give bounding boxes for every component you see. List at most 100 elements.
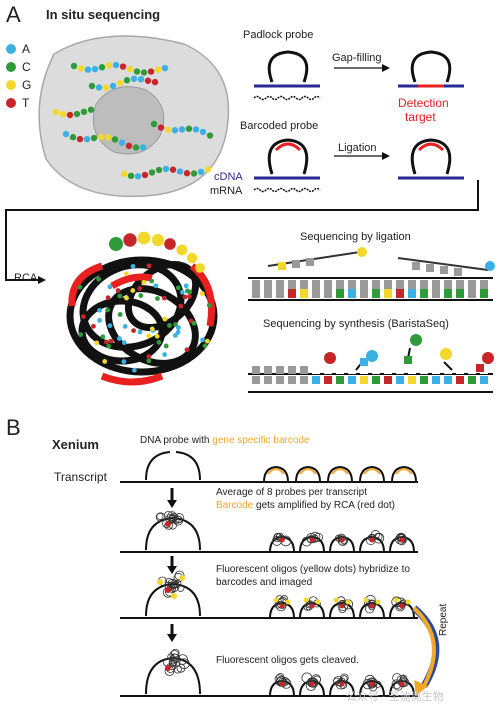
- rca-base-dot: [149, 326, 155, 332]
- lig-rung: [432, 280, 440, 289]
- syn-rung: [408, 376, 416, 384]
- cell-base-dot: [52, 108, 60, 116]
- cell-base-dot: [80, 108, 88, 116]
- rca-base-dot: [97, 318, 103, 323]
- legend-t: T: [6, 96, 29, 110]
- rca-red-dot: [339, 681, 345, 687]
- cell-base-dot: [109, 82, 117, 90]
- syn-rung: [288, 366, 296, 374]
- xenium-probe: [269, 601, 295, 619]
- cell-base-dot: [150, 120, 158, 128]
- rca-base-dot: [173, 333, 178, 338]
- lig-rung: [300, 280, 308, 289]
- cell-base-dot: [76, 135, 84, 143]
- lig-rung: [456, 280, 464, 289]
- rca-red-dot: [399, 537, 405, 543]
- lig-rung: [468, 289, 476, 298]
- syn-rung: [456, 376, 464, 384]
- cell-base-dot: [95, 84, 103, 91]
- rca-base-dot: [97, 307, 102, 313]
- rca-red-dot: [369, 537, 375, 543]
- lig-rung: [444, 280, 452, 289]
- rca-coil: [364, 603, 375, 614]
- cell-base-dot: [77, 65, 85, 72]
- rca-base-dot: [184, 347, 190, 353]
- cell-base-dot: [87, 106, 95, 113]
- rca-base-dot: [146, 333, 152, 339]
- syn-rung: [432, 376, 440, 384]
- cell-base-dot: [130, 75, 138, 83]
- rca-base-dot: [175, 285, 181, 291]
- seq-synthesis-diagram: [248, 334, 494, 393]
- rca-base-dot: [107, 323, 113, 329]
- lig-rung: [480, 280, 488, 289]
- rca-base-dot: [80, 314, 86, 320]
- rca-base-dot: [122, 323, 128, 329]
- syn-rung: [384, 366, 392, 374]
- syn-rung: [372, 366, 380, 374]
- cell-base-dot: [140, 69, 148, 76]
- rca-coil: [176, 584, 185, 592]
- cell-base-dot: [133, 68, 141, 75]
- legend-g: G: [6, 78, 31, 92]
- xenium-probe: [295, 465, 321, 483]
- panel-b-letter: B: [6, 415, 21, 440]
- syn-rung: [312, 376, 320, 384]
- rca-red-dot: [279, 603, 285, 609]
- rca-coil: [168, 513, 178, 523]
- barcoded-probe-label: Barcoded probe: [240, 120, 319, 132]
- padlock-probe-diagram: [253, 50, 464, 101]
- cell-base-dot: [69, 134, 77, 141]
- lig-rung: [408, 289, 416, 298]
- fluor-yellow-dot: [315, 599, 321, 605]
- rca-coil: [179, 658, 190, 670]
- rca-red-dot: [279, 537, 285, 543]
- rca-base-dot: [138, 293, 144, 298]
- cell-base-dot: [119, 63, 127, 70]
- fluor-yellow-dot: [273, 597, 279, 603]
- rca-base-dot: [187, 294, 192, 299]
- fluor-yellow-dot: [333, 597, 339, 603]
- lig-rung: [420, 280, 428, 289]
- lig-rung: [312, 289, 320, 298]
- rca-base-dot: [146, 358, 152, 364]
- cell-base-dot: [144, 77, 152, 84]
- rca-red-dot: [279, 681, 285, 687]
- cell-base-dot: [126, 65, 134, 73]
- fluor-yellow-dot: [285, 599, 291, 605]
- rca-label: RCA: [14, 272, 38, 284]
- cell-base-dot: [84, 66, 92, 73]
- fluor-yellow-dot: [405, 599, 411, 605]
- syn-rung: [480, 376, 488, 384]
- rca-coil: [280, 676, 290, 686]
- rca-coil: [366, 677, 376, 687]
- fluor-yellow-dot: [375, 599, 381, 605]
- rca-base-dot: [115, 288, 121, 293]
- syn-rung: [252, 366, 260, 374]
- cell-base-dot: [134, 173, 142, 180]
- lig-rung: [300, 289, 308, 298]
- rca-coil: [174, 515, 183, 524]
- rca-base-dot: [94, 340, 100, 346]
- syn-rung: [432, 366, 440, 374]
- syn-rung: [252, 376, 260, 384]
- lig-oligo-block: [440, 266, 448, 274]
- xenium-probe: [263, 465, 289, 483]
- rca-base-dot: [199, 291, 205, 297]
- rca-red-dot: [309, 603, 315, 609]
- lig-rung: [444, 289, 452, 298]
- syn-rung: [336, 376, 344, 384]
- cell-base-dot: [178, 126, 186, 133]
- syn-rung: [468, 366, 476, 374]
- cell-base-dot: [164, 126, 172, 133]
- lig-rung: [348, 289, 356, 298]
- syn-rung: [264, 376, 272, 384]
- cell-base-dot: [206, 132, 214, 139]
- panel-a-title: In situ sequencing: [46, 7, 161, 22]
- legend-dot-g: [6, 80, 16, 90]
- lig-rung: [276, 280, 284, 289]
- detection-target-line2: target: [405, 110, 436, 124]
- rca-coil: [340, 675, 348, 682]
- syn-rung: [312, 366, 320, 374]
- cell-base-dot: [59, 110, 67, 118]
